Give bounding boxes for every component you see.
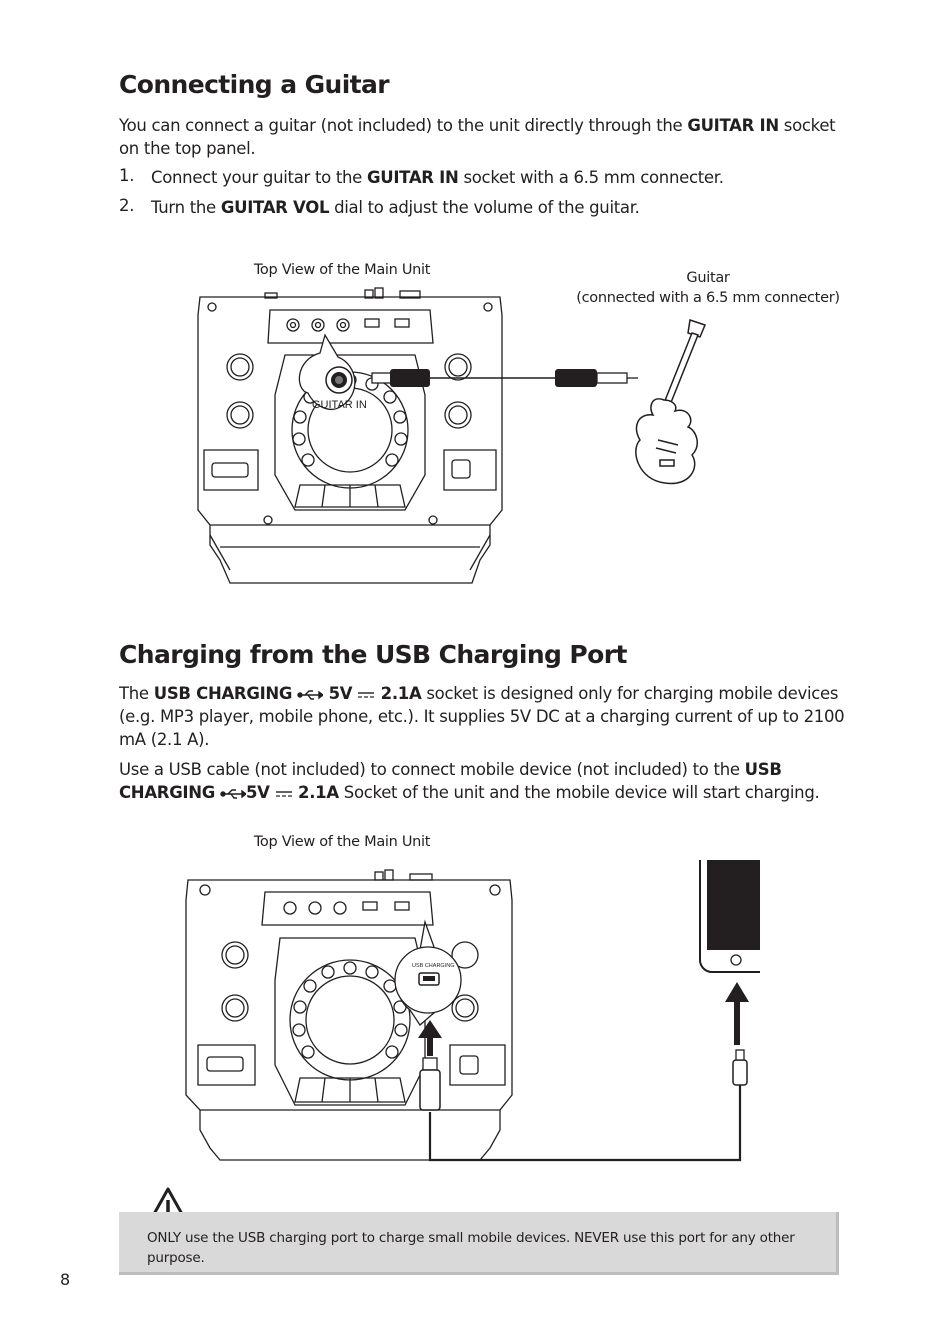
- usb-p1-e: socket is designed only for charging mob…: [421, 684, 839, 703]
- dc-symbol-icon-2: [275, 790, 292, 797]
- guitar-icon: [635, 319, 707, 485]
- step-2-c: dial to adjust the volume of the guitar.: [329, 198, 640, 217]
- warning-text: ONLY use the USB charging port to charge…: [147, 1228, 807, 1268]
- up-arrow-icon-2: [725, 982, 749, 1045]
- step-1-b: GUITAR IN: [366, 168, 459, 187]
- warning-box: ONLY use the USB charging port to charge…: [119, 1212, 839, 1275]
- usb-p2-c: CHARGING: [119, 783, 216, 802]
- usb-paragraph-1: The USB CHARGING 5V 2.1A socket is desig…: [119, 682, 859, 751]
- step-2-text: Turn the GUITAR VOL dial to adjust the v…: [151, 196, 841, 219]
- guitar-intro-a: You can connect a guitar (not included) …: [119, 116, 688, 135]
- step-1-c: socket with a 6.5 mm connecter.: [458, 168, 724, 187]
- usb-p1-line2: (e.g. MP3 player, mobile phone, etc.). I…: [119, 707, 845, 726]
- guitar-intro-b: GUITAR IN: [687, 116, 779, 135]
- step-2-number: 2.: [119, 196, 135, 215]
- usb-p1-c: 5V: [323, 684, 353, 703]
- page-number: 8: [60, 1270, 71, 1289]
- guitar-caption-line1: Guitar: [686, 270, 730, 286]
- usb-p2-a: Use a USB cable (not included) to connec…: [119, 760, 745, 779]
- usb-p2-e: 2.1A: [292, 783, 339, 802]
- warning-line2: purpose.: [147, 1250, 205, 1266]
- step-1-text: Connect your guitar to the GUITAR IN soc…: [151, 166, 841, 189]
- usb-callout-label: USB CHARGING: [412, 963, 454, 969]
- guitar-in-callout-label: GUITAR IN: [312, 399, 367, 411]
- heading-usb-charging: Charging from the USB Charging Port: [119, 640, 627, 669]
- usb-p2-b: USB: [744, 760, 782, 779]
- smartphone-icon: [699, 860, 760, 973]
- dc-symbol-icon: [358, 691, 375, 698]
- step-2-a: Turn the: [151, 198, 221, 217]
- step-1-a: Connect your guitar to the: [151, 168, 367, 187]
- figure2-caption-unit: Top View of the Main Unit: [253, 834, 431, 850]
- usb-paragraph-2: Use a USB cable (not included) to connec…: [119, 758, 859, 804]
- guitar-intro: You can connect a guitar (not included) …: [119, 114, 839, 160]
- guitar-intro-line2: on the top panel.: [119, 139, 256, 158]
- usb-symbol-icon: [297, 689, 324, 700]
- guitar-with-cable: [520, 319, 707, 485]
- usb-cable-icon: [419, 1049, 748, 1162]
- guitar-caption-line2: (connected with a 6.5 mm connecter): [576, 290, 840, 306]
- usb-p1-d: 2.1A: [375, 684, 422, 703]
- up-arrow-icon: [418, 1020, 442, 1056]
- figure1-caption-guitar: Guitar (connected with a 6.5 mm connecte…: [570, 268, 846, 308]
- usb-symbol-icon-2: [220, 788, 246, 799]
- figure2-unit-diagram: USB CHARGING: [185, 860, 760, 1162]
- step-1-number: 1.: [119, 166, 135, 185]
- usb-p2-d: 5V: [245, 783, 270, 802]
- usb-p1-a: The: [119, 684, 154, 703]
- figure1-caption-unit: Top View of the Main Unit: [253, 262, 431, 278]
- usb-p1-line3: mA (2.1 A).: [119, 730, 210, 749]
- jack-plug-icon: [555, 369, 597, 387]
- heading-connecting-guitar: Connecting a Guitar: [119, 70, 390, 99]
- figure1-unit-diagram: GUITAR IN: [197, 287, 520, 584]
- usb-p1-b: USB CHARGING: [153, 684, 293, 703]
- step-2-b: GUITAR VOL: [220, 198, 330, 217]
- guitar-intro-c: socket: [778, 116, 836, 135]
- warning-line1: ONLY use the USB charging port to charge…: [147, 1230, 795, 1246]
- usb-p2-f: Socket of the unit and the mobile device…: [338, 783, 820, 802]
